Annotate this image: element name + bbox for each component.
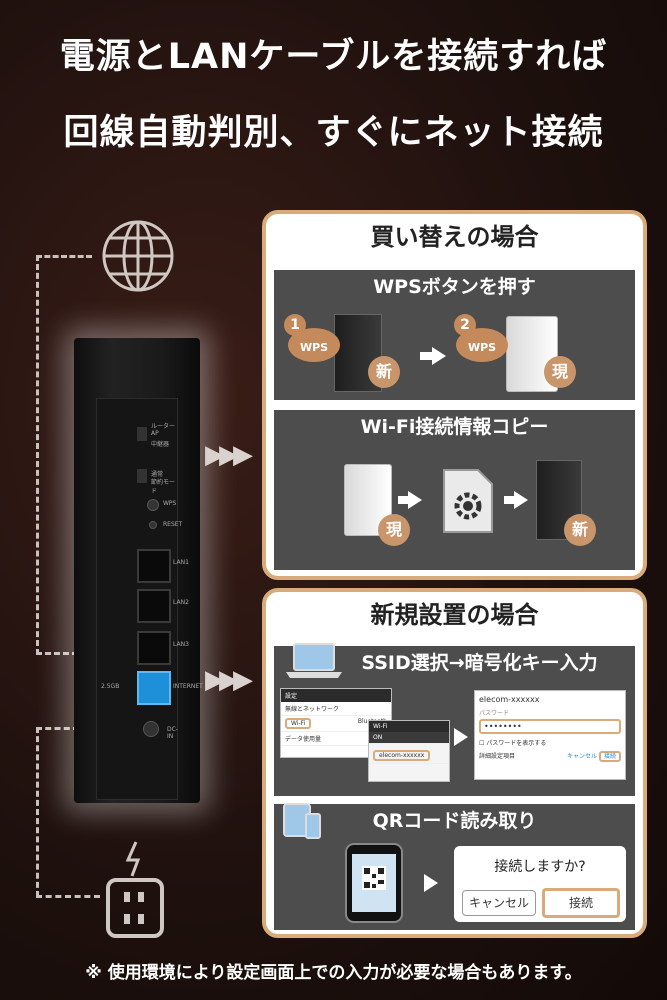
connect-ok-button[interactable]: 接続 bbox=[542, 888, 620, 918]
wps-step-title: WPSボタンを押す bbox=[373, 276, 536, 298]
lan2-label: LAN2 bbox=[173, 599, 189, 606]
power-cable-line-vertical bbox=[36, 727, 39, 897]
settings-file-icon bbox=[443, 469, 493, 533]
settings-data-row: データ使用量 bbox=[281, 732, 391, 746]
mode-label-relay: 中継器 bbox=[151, 441, 170, 448]
footer-note: ※ 使用環境により設定画面上での入力が必要な場合もあります。 bbox=[85, 963, 582, 983]
new-badge-2: 新 bbox=[564, 514, 596, 546]
reset-button bbox=[149, 521, 157, 529]
router-back-view: ルーター AP 中継器 通常 節約モード WPS RESET LAN1 LAN2… bbox=[74, 338, 203, 803]
wifi-on-row: ON bbox=[369, 732, 449, 744]
password-input[interactable]: •••••••• bbox=[479, 719, 621, 734]
internet-port bbox=[137, 671, 171, 705]
password-cancel-button[interactable]: キャンセル bbox=[567, 753, 598, 760]
current-badge-2: 現 bbox=[378, 514, 410, 546]
step-number-2: 2 bbox=[454, 314, 476, 336]
new-setup-section-title: 新規設置の場合 bbox=[370, 601, 539, 629]
new-badge: 新 bbox=[368, 356, 400, 388]
internet-cable-line bbox=[36, 255, 92, 258]
password-dialog: elecom-xxxxxx パスワード •••••••• ☐ パスワードを表示す… bbox=[474, 690, 626, 780]
qr-step-panel: QRコード読み取り 接続しますか? キャンセル 接続 bbox=[274, 803, 635, 930]
wps-label: WPS bbox=[163, 500, 177, 507]
copy-step-title: Wi-Fi接続情報コピー bbox=[360, 416, 549, 438]
show-password-checkbox[interactable]: ☐ パスワードを表示する bbox=[479, 740, 547, 747]
wifi-screen-header: Wi-Fi bbox=[369, 721, 449, 732]
arrow-bar-2 bbox=[398, 496, 410, 504]
lan3-port bbox=[137, 631, 171, 665]
gbe-label: 2.5GB bbox=[101, 683, 120, 690]
arrow-bar-3 bbox=[504, 496, 516, 504]
dcin-label: DC-IN bbox=[167, 726, 178, 740]
ssid-step-panel: SSID選択→暗号化キー入力 設定 無線とネットワーク Wi-Fi Blueto… bbox=[274, 643, 635, 796]
power-cable-line-outlet bbox=[36, 895, 100, 898]
settings-network-row: 無線とネットワーク bbox=[281, 702, 391, 716]
arrow-right-icon-2 bbox=[408, 491, 422, 509]
connect-question: 接続しますか? bbox=[494, 859, 586, 875]
advanced-options-label: 詳細設定項目 bbox=[479, 753, 516, 760]
wifi-ssid-row[interactable]: elecom-xxxxxx bbox=[373, 750, 431, 761]
lan2-port bbox=[137, 589, 171, 623]
lan1-label: LAN1 bbox=[173, 559, 189, 566]
globe-icon bbox=[102, 220, 174, 292]
headline-line2: 回線自動判別、すぐにネット接続 bbox=[63, 113, 604, 153]
qr-step-title: QRコード読み取り bbox=[372, 810, 537, 832]
dc-in-port bbox=[143, 721, 159, 737]
tablet-phone-icon bbox=[283, 803, 321, 839]
mode-label-router: ルーター bbox=[151, 423, 176, 430]
led-switch bbox=[137, 469, 147, 483]
smartphone-qr-icon bbox=[345, 843, 403, 923]
reset-label: RESET bbox=[163, 521, 183, 528]
settings-screen-header: 設定 bbox=[281, 689, 391, 702]
internet-cable-line-vertical bbox=[36, 255, 39, 655]
wps-step-panel: WPSボタンを押す WPS 1 新 WPS 2 現 bbox=[274, 270, 635, 400]
password-label: パスワード bbox=[479, 710, 510, 717]
mode-label-ap: AP bbox=[151, 430, 159, 437]
connect-confirm-dialog: 接続しますか? キャンセル 接続 bbox=[454, 846, 626, 922]
password-connect-button[interactable]: 接続 bbox=[598, 751, 621, 762]
show-password-label: パスワードを表示する bbox=[486, 740, 547, 747]
arrow-right-icon-3 bbox=[514, 491, 528, 509]
led-label-2: 節約モード bbox=[151, 479, 176, 495]
settings-wifi-label: Wi-Fi bbox=[285, 718, 312, 729]
wps-button bbox=[147, 499, 159, 511]
current-badge: 現 bbox=[544, 356, 576, 388]
arrow-right-icon-4 bbox=[454, 728, 468, 746]
ssid-step-title: SSID選択→暗号化キー入力 bbox=[361, 652, 598, 674]
arrow-bar-1 bbox=[420, 352, 434, 360]
lan1-port bbox=[137, 549, 171, 583]
step-number-1: 1 bbox=[284, 314, 306, 336]
password-dialog-ssid: elecom-xxxxxx bbox=[479, 695, 540, 704]
replace-section: 買い替えの場合 WPSボタンを押す WPS 1 新 WPS 2 現 Wi-Fi接… bbox=[262, 210, 647, 580]
arrow-right-icon-5 bbox=[424, 874, 438, 892]
new-setup-section: 新規設置の場合 SSID選択→暗号化キー入力 設定 無線とネットワーク Wi-F… bbox=[262, 588, 647, 938]
replace-section-title: 買い替えの場合 bbox=[370, 223, 539, 251]
headline-line1: 電源とLANケーブルを接続すれば bbox=[59, 37, 608, 77]
internet-label: INTERNET bbox=[173, 683, 203, 690]
power-outlet-icon bbox=[106, 841, 164, 938]
lan3-label: LAN3 bbox=[173, 641, 189, 648]
wifi-screen: Wi-Fi ON elecom-xxxxxx bbox=[368, 720, 450, 782]
arrow-to-new-setup: ▶▶▶ bbox=[205, 665, 253, 695]
laptop-icon bbox=[286, 643, 342, 678]
arrow-to-replace: ▶▶▶ bbox=[205, 440, 253, 470]
arrow-right-icon bbox=[432, 347, 446, 365]
led-label: 通常 bbox=[151, 471, 164, 478]
copy-step-panel: Wi-Fi接続情報コピー 現 新 bbox=[274, 410, 635, 570]
mode-switch bbox=[137, 427, 147, 441]
router-rear-panel: ルーター AP 中継器 通常 節約モード WPS RESET LAN1 LAN2… bbox=[96, 398, 203, 800]
connect-cancel-button[interactable]: キャンセル bbox=[462, 890, 536, 916]
